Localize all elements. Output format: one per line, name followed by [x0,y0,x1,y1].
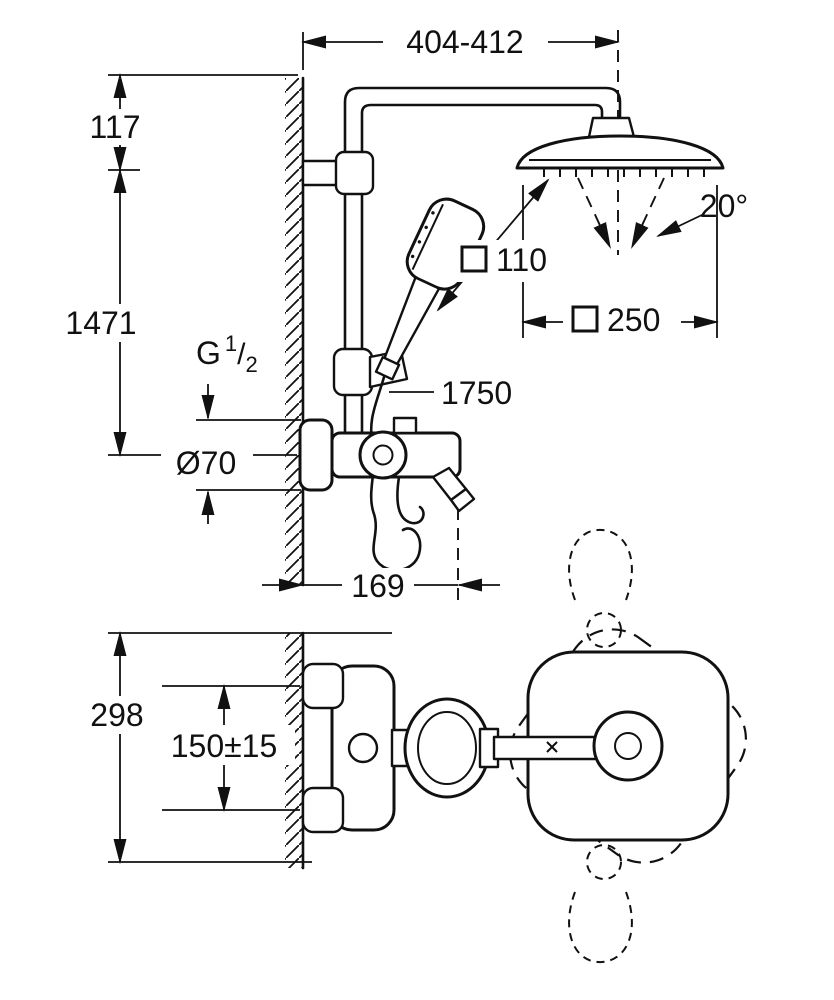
dim-head-shower-size-label: 250 [607,302,660,338]
label-bg [50,304,154,342]
plan-swivel-hook-bottom [568,891,633,964]
label-bg [80,109,152,145]
valve-wall-flange [298,418,334,492]
dim-projection-label: 169 [351,568,404,604]
label-bg [155,725,295,765]
plan-swivel-hook-top [568,528,633,601]
dim-upper-height-label: 117 [89,109,140,145]
plan-riser-section [347,732,379,764]
hand-shower-hose-nut [374,356,401,381]
label-bg [81,696,154,734]
dim-top-width-label: 404-412 [406,24,523,60]
thermostat-valve [298,416,476,525]
dim-plan-depth [108,630,392,865]
wall-section-side [285,76,305,587]
square-symbol [460,245,488,273]
spray-nozzles [543,168,705,177]
valve-top-fitting [392,416,418,435]
plan-union-bottom [301,786,345,834]
dim-hand-shower-size-label: 110 [496,242,547,278]
label-bg [161,446,253,482]
temperature-knob [358,430,408,480]
dim-union-diameter-label: Ø70 [176,445,236,481]
plan-swivel-corner-bottom [586,844,622,880]
dim-connection-spacing-label: 150±15 [171,728,278,764]
riser-pipe [343,86,622,457]
plan-swivel-joint [592,710,664,782]
temperature-knob-inner [372,444,394,466]
square-symbol [571,305,599,333]
dim-union-diameter [196,384,301,524]
head-shower-side [515,134,725,177]
plan-swivel-corner-top [586,612,622,648]
plan-swivel-joint-inner [614,732,642,760]
spray-angle-label: 20° [700,188,748,224]
dim-hand-shower-size-label-group: 110 [455,240,561,282]
valve-outlet-end [449,487,476,513]
plan-union-top [301,662,345,710]
dim-plan-depth-label: 298 [90,697,143,733]
label-bg [342,568,414,603]
hand-shower-nozzle-dots [410,211,435,259]
wall-hatch-side [285,78,303,585]
spray-angle-lines [577,177,665,250]
dim-total-height-label: 1471 [65,305,136,341]
label-bg [383,25,548,60]
hose-hook [396,475,425,525]
wall-bracket [301,150,375,196]
spray-angle-leader [656,213,705,237]
plan-knob-inner [417,711,477,785]
dim-head-shower-size-label-group: 250 [563,301,681,343]
plan-pivot-x-mark [546,741,558,753]
hose-length-label: 1750 [441,375,512,411]
